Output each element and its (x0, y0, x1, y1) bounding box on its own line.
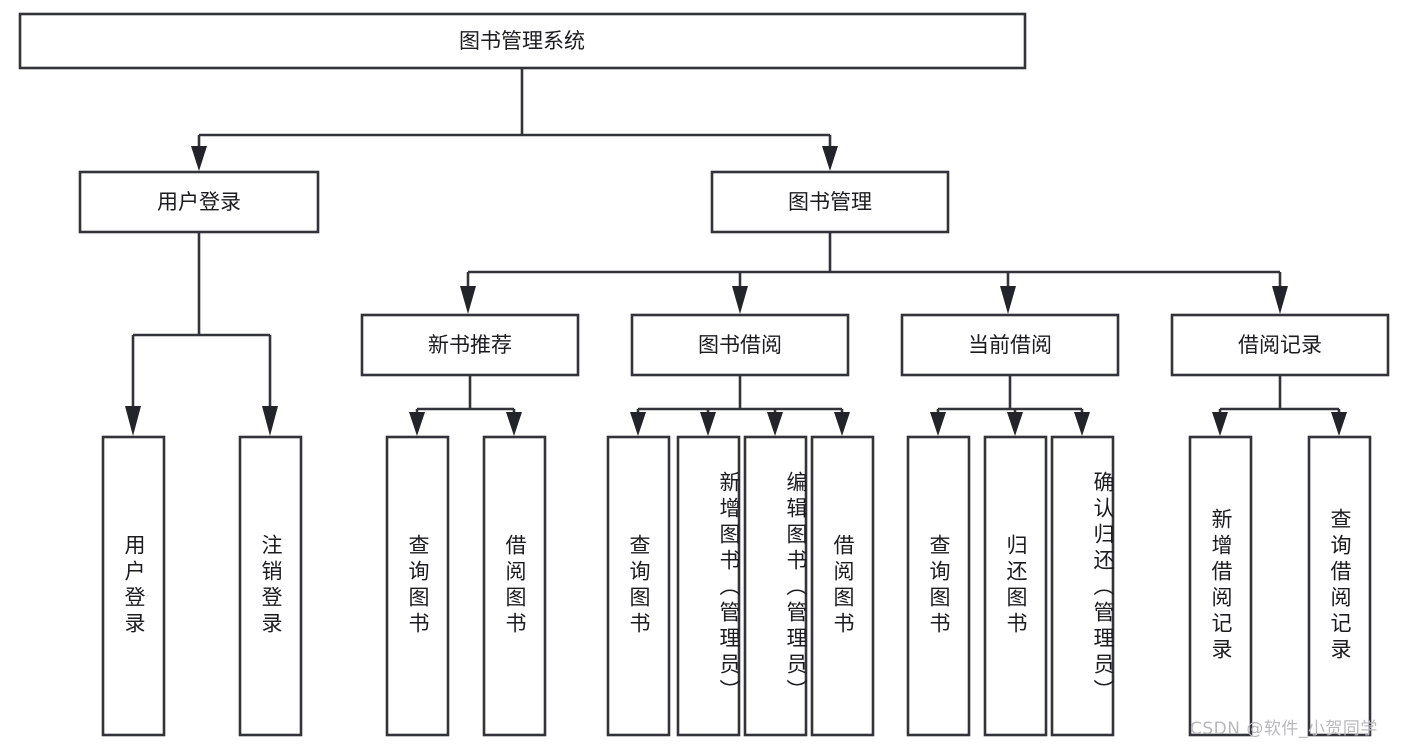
node-book-manage[interactable]: 图书管理 (710, 170, 950, 234)
arrow-head-leaf-add-book (700, 412, 716, 436)
node-root-label: 图书管理系统 (459, 29, 585, 53)
connector-group-current-borrow (930, 375, 1090, 436)
arrow-head-borrow-record (1272, 286, 1288, 314)
connector-group-book-borrow (630, 375, 850, 436)
arrow-head-book-borrow (732, 286, 748, 314)
arrow-head-current-borrow (1000, 286, 1016, 314)
node-leaf-return-book-box[interactable] (983, 435, 1048, 737)
arrow-head-leaf-user-login (125, 406, 141, 436)
node-book-borrow-label: 图书借阅 (698, 333, 782, 357)
node-leaf-add-book-box[interactable] (676, 435, 741, 737)
node-current-borrow-box[interactable] (900, 313, 1120, 377)
connector-group-user-login (125, 232, 278, 436)
node-leaf-query-book-1-box[interactable] (385, 435, 450, 737)
node-new-book-recommend[interactable]: 新书推荐 (360, 313, 580, 377)
arrow-head-leaf-confirm-return (1074, 412, 1090, 436)
node-borrow-record-label: 借阅记录 (1238, 333, 1322, 357)
node-new-book-recommend-box[interactable] (360, 313, 580, 377)
node-leaf-logout-box[interactable] (238, 435, 303, 737)
node-user-login-box[interactable] (78, 170, 320, 234)
node-leaf-borrow-book-1-box[interactable] (482, 435, 547, 737)
node-current-borrow-label: 当前借阅 (968, 333, 1052, 357)
arrow-head-leaf-borrow-book-2 (834, 412, 850, 436)
arrow-head-book-manage (822, 146, 838, 171)
node-book-manage-label: 图书管理 (788, 190, 872, 214)
connector-group-borrow-record (1212, 375, 1347, 436)
arrow-head-leaf-logout (262, 406, 278, 436)
node-leaf-confirm-return-box[interactable] (1050, 435, 1115, 737)
node-leaf-add-record-box[interactable] (1188, 435, 1253, 737)
node-leaf-query-book-2-box[interactable] (606, 435, 671, 737)
node-book-borrow-box[interactable] (630, 313, 850, 377)
arrow-head-leaf-edit-book (767, 412, 783, 436)
connector-group-book-manage (460, 232, 1288, 314)
node-borrow-record[interactable]: 借阅记录 (1170, 313, 1390, 377)
arrow-head-leaf-borrow-book-1 (506, 412, 522, 436)
arrow-head-new-book-recommend (460, 286, 476, 314)
node-root[interactable]: 图书管理系统 (18, 12, 1027, 70)
connector-group-root (191, 68, 838, 171)
node-book-borrow[interactable]: 图书借阅 (630, 313, 850, 377)
arrow-head-leaf-query-book-1 (409, 412, 425, 436)
leaf-box-group (101, 435, 1372, 737)
node-leaf-query-record-box[interactable] (1307, 435, 1372, 737)
arrow-head-leaf-query-book-2 (630, 412, 646, 436)
arrow-head-leaf-query-record (1331, 412, 1347, 436)
node-user-login[interactable]: 用户登录 (78, 170, 320, 234)
node-leaf-user-login-box[interactable] (101, 435, 166, 737)
node-leaf-query-book-3-box[interactable] (906, 435, 971, 737)
node-leaf-borrow-book-2-box[interactable] (810, 435, 875, 737)
node-new-book-recommend-label: 新书推荐 (428, 333, 512, 357)
node-borrow-record-box[interactable] (1170, 313, 1390, 377)
node-root-box[interactable] (18, 12, 1027, 70)
node-current-borrow[interactable]: 当前借阅 (900, 313, 1120, 377)
connector-group-new-book-recommend (409, 375, 522, 436)
node-book-manage-box[interactable] (710, 170, 950, 234)
node-user-login-label: 用户登录 (157, 190, 241, 214)
arrow-head-leaf-return-book (1007, 412, 1023, 436)
node-leaf-edit-book-box[interactable] (743, 435, 808, 737)
arrow-head-leaf-query-book-3 (930, 412, 946, 436)
arrow-head-user-login (191, 146, 207, 171)
csdn-watermark: CSDN @软件_小贺同学 (1190, 719, 1378, 739)
arrow-head-leaf-add-record (1212, 412, 1228, 436)
